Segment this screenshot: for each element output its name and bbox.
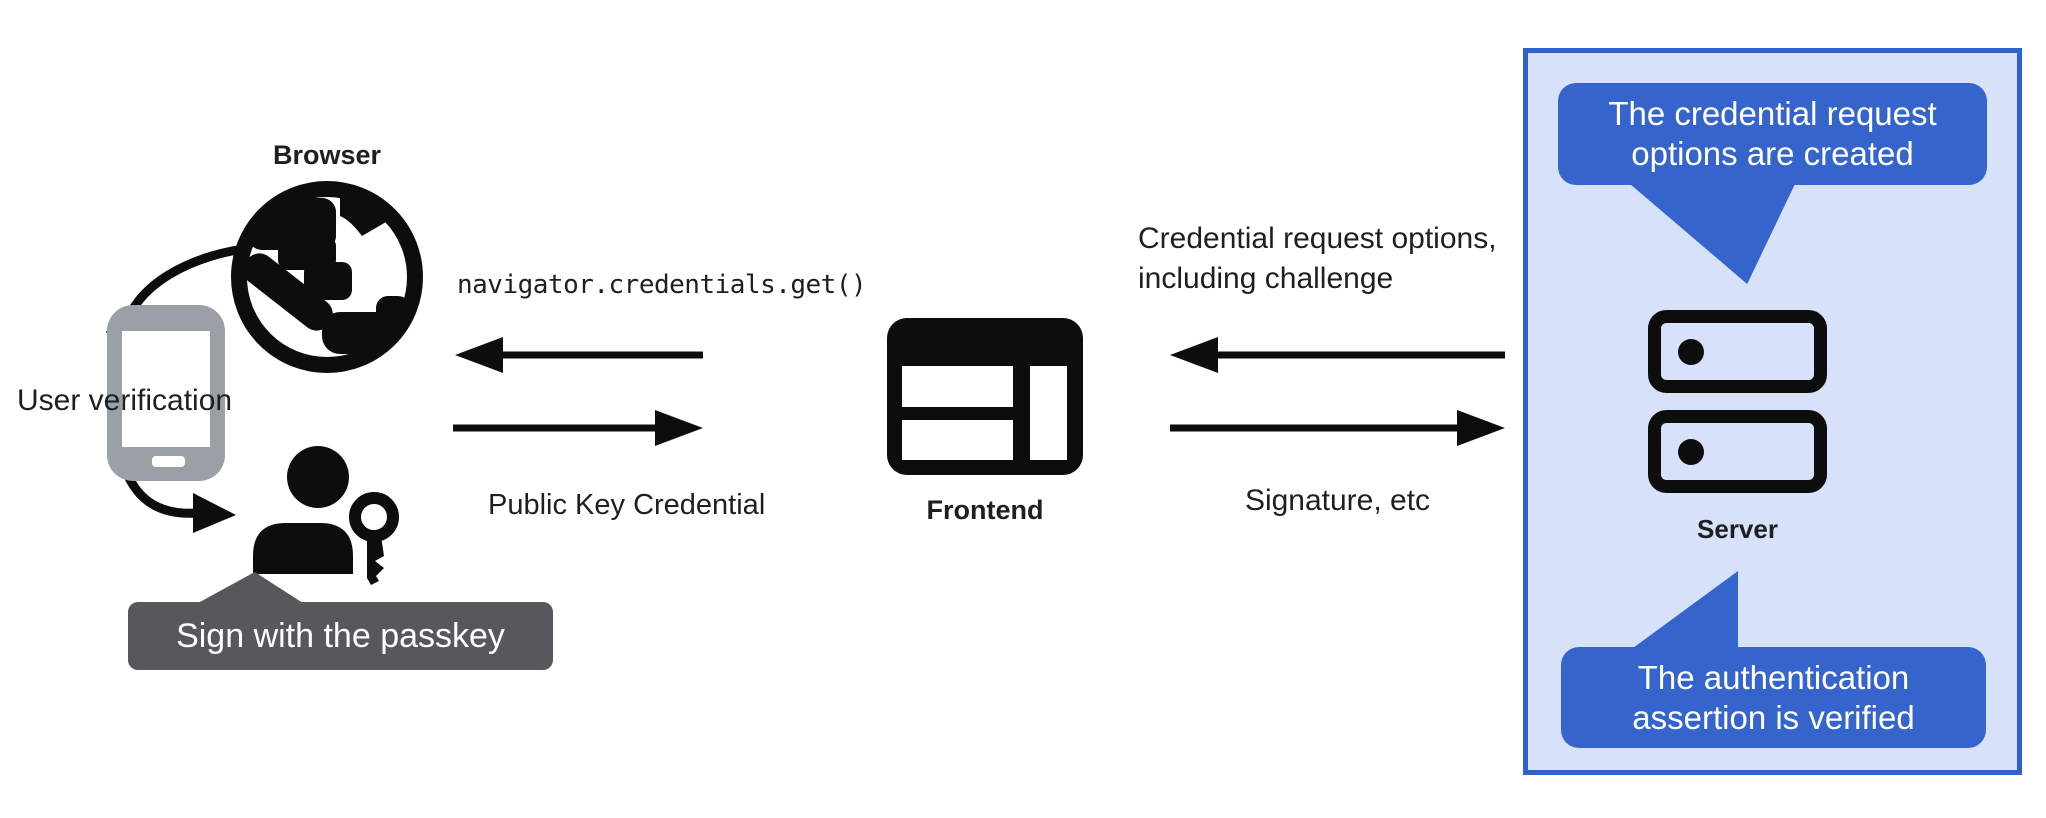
code-call-label: navigator.credentials.get() xyxy=(457,270,867,300)
passkey-bubble-text: Sign with the passkey xyxy=(176,616,505,655)
smartphone-icon xyxy=(107,305,225,481)
top-bubble-line1: The credential request xyxy=(1608,95,1937,132)
credential-request-line1: Credential request options, xyxy=(1138,222,1497,255)
arrow-left-icon xyxy=(455,337,503,373)
user-verification-label: User verification xyxy=(17,384,233,417)
bottom-bubble-line1: The authentication xyxy=(1637,658,1910,696)
top-bubble: The credential request options are creat… xyxy=(1558,83,1987,185)
credential-request-line2: including challenge xyxy=(1138,262,1394,295)
signature-label: Signature, etc xyxy=(1244,484,1431,517)
person-with-key-icon xyxy=(253,446,399,585)
bottom-bubble: The authentication assertion is verified xyxy=(1561,647,1986,748)
browser-window-icon xyxy=(887,318,1083,475)
arrow-right-icon xyxy=(1457,410,1505,446)
frontend-label: Frontend xyxy=(926,495,1044,525)
server-stack-icon xyxy=(1648,310,1827,493)
credential-request-options-label: Credential request options, including ch… xyxy=(1138,219,1497,299)
browser-label: Browser xyxy=(272,140,382,170)
top-bubble-line2: options are created xyxy=(1631,135,1914,172)
arrow-right-icon xyxy=(193,493,236,533)
arrow-right-icon xyxy=(655,410,703,446)
arrow-left-icon xyxy=(1170,337,1218,373)
globe-icon xyxy=(231,181,423,373)
server-label: Server xyxy=(1697,514,1778,544)
public-key-credential-label: Public Key Credential xyxy=(488,489,766,521)
passkey-bubble: Sign with the passkey xyxy=(128,602,553,670)
bottom-bubble-line2: assertion is verified xyxy=(1632,698,1915,736)
